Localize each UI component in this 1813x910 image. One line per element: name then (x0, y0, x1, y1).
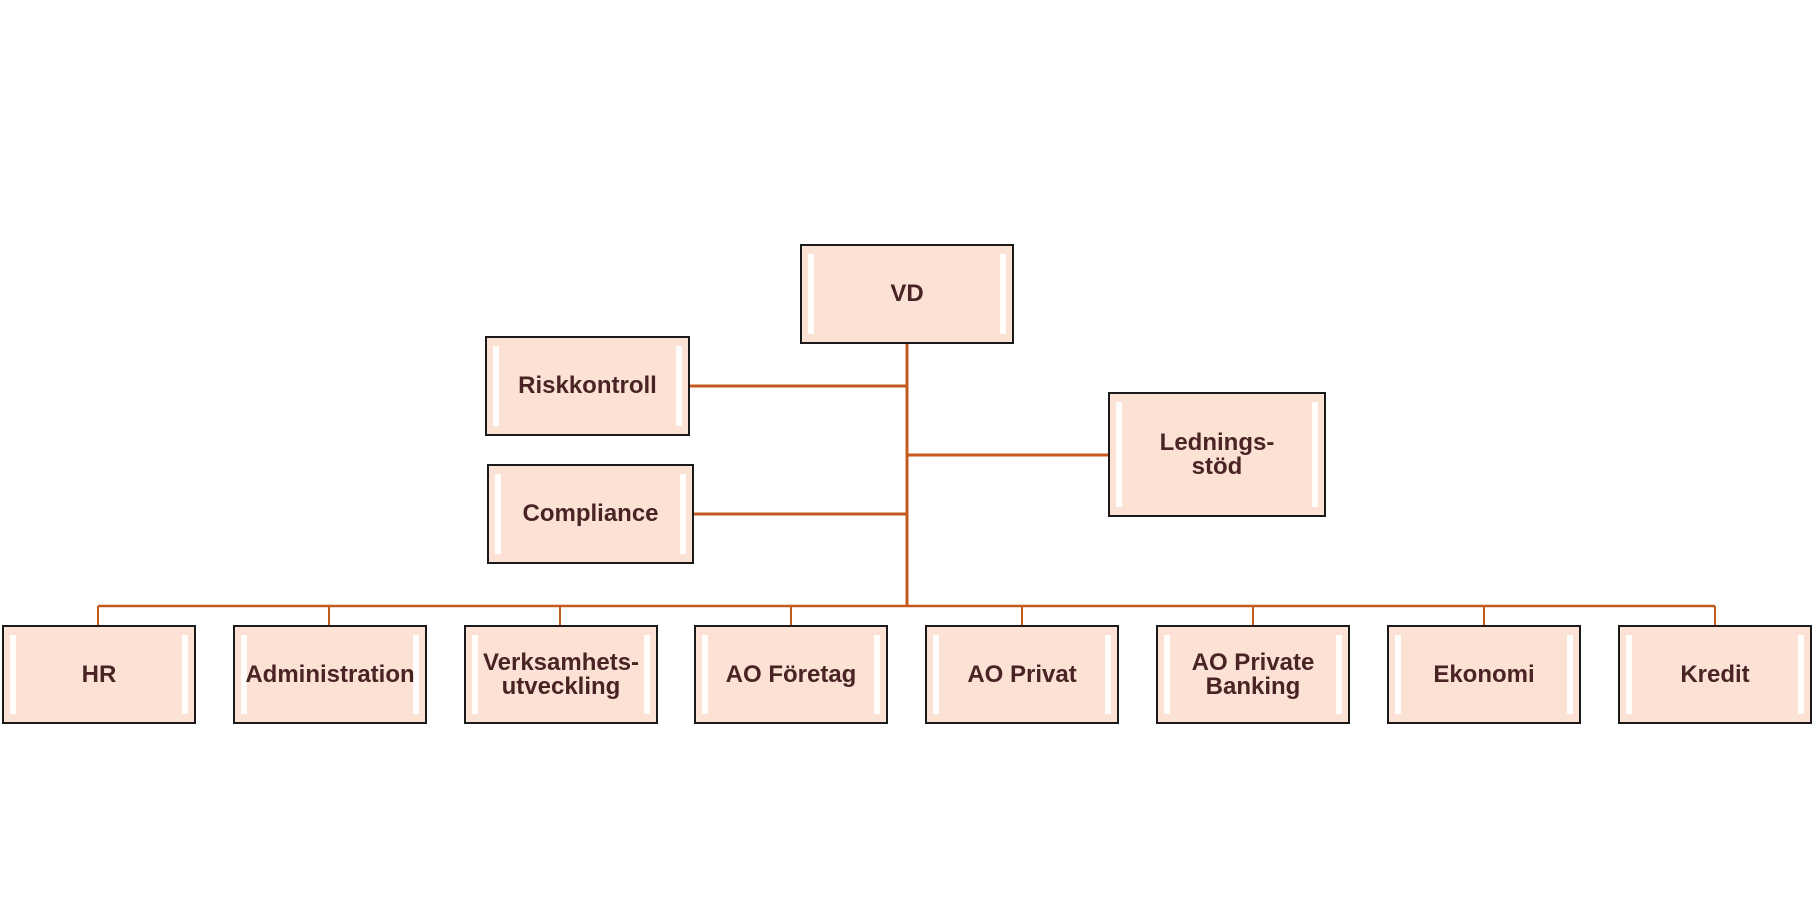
node-label-ekonomi: Ekonomi (1433, 660, 1535, 688)
node-label-ao-foretag: AO Företag (725, 660, 857, 688)
node-ekonomi: Ekonomi (1387, 625, 1581, 724)
node-label-riskkontroll: Riskkontroll (518, 372, 657, 399)
node-label-administration: Administration (245, 660, 415, 688)
node-ao-foretag: AO Företag (694, 625, 888, 724)
node-label-kredit: Kredit (1680, 660, 1750, 688)
node-vd: VD (800, 244, 1014, 344)
node-label-compliance: Compliance (522, 500, 659, 527)
node-label-ao-privat: AO Privat (967, 660, 1077, 688)
node-label-hr: HR (81, 660, 117, 688)
node-ledningsstod: Lednings- stöd (1108, 392, 1326, 517)
node-label-vd: VD (890, 280, 924, 307)
node-ao-privat: AO Privat (925, 625, 1119, 724)
node-verksamhetsutveckling: Verksamhets- utveckling (464, 625, 658, 724)
node-riskkontroll: Riskkontroll (485, 336, 690, 436)
node-administration: Administration (233, 625, 427, 724)
node-kredit: Kredit (1618, 625, 1812, 724)
node-label-ao-private-banking: AO Private Banking (1191, 648, 1315, 700)
node-hr: HR (2, 625, 196, 724)
node-compliance: Compliance (487, 464, 694, 564)
node-ao-private-banking: AO Private Banking (1156, 625, 1350, 724)
node-label-verksamhetsutveckling: Verksamhets- utveckling (482, 648, 640, 700)
node-label-ledningsstod: Lednings- stöd (1159, 428, 1275, 480)
